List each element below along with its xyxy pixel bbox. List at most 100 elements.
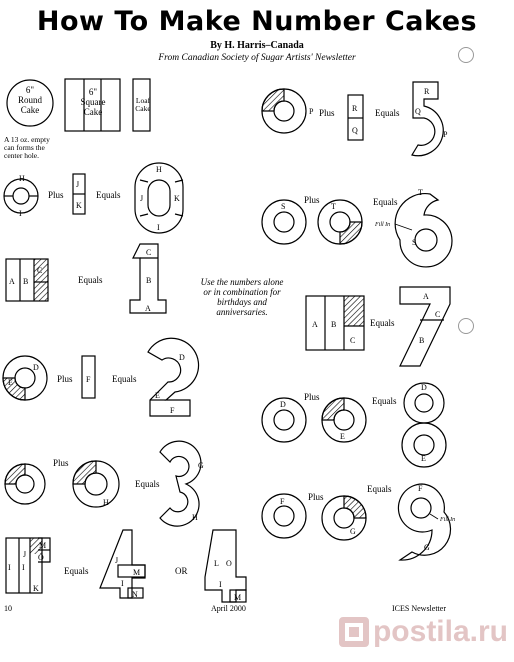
equals-label: Equals	[367, 484, 392, 494]
letter-I: I	[19, 209, 22, 218]
letter-I: I	[219, 580, 222, 589]
watermark: postila.ru	[338, 612, 508, 652]
equals-label: Equals	[372, 396, 397, 406]
square-cake-pan	[64, 78, 121, 132]
letter-F: F	[170, 406, 175, 415]
plus-label: Plus	[304, 392, 320, 402]
fill-in-label: Fill In	[439, 517, 455, 523]
letter-M: M	[39, 541, 46, 550]
letter-H: H	[103, 498, 109, 507]
letter-D: D	[280, 400, 286, 409]
letter-Q: Q	[415, 107, 421, 116]
author-line: By H. Harris–Canada	[210, 40, 304, 51]
letter-G: G	[424, 543, 430, 552]
letter-B: B	[146, 276, 151, 285]
square-cake-label: 6" Square Cake	[80, 87, 106, 117]
letter-I: I	[8, 563, 11, 572]
eight-result-bottom	[401, 422, 447, 468]
letter-G: G	[350, 527, 356, 536]
letter-B: B	[331, 320, 336, 329]
letter-R: R	[424, 87, 430, 96]
nine-result	[397, 483, 452, 561]
letter-J: J	[76, 180, 79, 189]
letter-C: C	[350, 336, 355, 345]
round-cake-label: 6" Round Cake	[17, 85, 42, 115]
eight-round-piece-1	[261, 397, 307, 443]
loaf-cake-pan	[132, 78, 151, 132]
round-cake-pan	[6, 79, 54, 127]
letter-O: O	[226, 559, 232, 568]
letter-L: L	[214, 559, 219, 568]
equals-label: Equals	[373, 197, 398, 207]
equals-label: Equals	[135, 479, 160, 489]
can-note: A 13 oz. empty can forms the center hole…	[4, 135, 50, 160]
six-result	[394, 193, 453, 268]
letter-I: I	[121, 579, 124, 588]
or-label: OR	[175, 566, 188, 576]
two-result	[147, 337, 200, 417]
four-result-a	[99, 529, 146, 599]
letter-H: H	[192, 513, 198, 522]
letter-Q: Q	[352, 126, 358, 135]
fill-in-label: Fill In	[374, 222, 390, 228]
letter-J: J	[23, 550, 26, 559]
letter-A: A	[145, 304, 151, 313]
plus-label: Plus	[53, 458, 69, 468]
letter-K: K	[174, 194, 180, 203]
letter-B: B	[419, 336, 424, 345]
letter-P: P	[309, 107, 314, 116]
five-result	[411, 81, 444, 157]
letter-F: F	[280, 497, 285, 506]
watermark-logo-icon	[338, 617, 369, 647]
letter-O: O	[38, 553, 44, 562]
four-result-b	[204, 529, 247, 603]
equals-label: Equals	[370, 318, 395, 328]
letter-H: H	[19, 174, 25, 183]
letter-A: A	[312, 320, 318, 329]
usage-tip: Use the numbers alone or in combination …	[200, 277, 284, 317]
letter-D: D	[33, 363, 39, 372]
letter-E: E	[421, 454, 426, 463]
letter-B: B	[23, 277, 28, 286]
letter-S: S	[412, 238, 416, 247]
letter-K: K	[76, 201, 82, 210]
letter-M: M	[234, 593, 241, 602]
six-round-piece-1	[261, 199, 307, 245]
zero-result	[134, 162, 184, 234]
two-loaf-piece	[81, 355, 96, 399]
nine-round-piece-1	[261, 493, 307, 539]
letter-T: T	[418, 188, 423, 197]
letter-I: I	[157, 223, 160, 232]
letter-C: C	[37, 266, 42, 275]
plus-label: Plus	[319, 108, 335, 118]
plus-label: Plus	[308, 492, 324, 502]
binder-hole	[458, 318, 474, 334]
letter-D: D	[421, 383, 427, 392]
letter-I: I	[22, 563, 25, 572]
letter-M: M	[133, 568, 140, 577]
letter-E: E	[8, 378, 13, 387]
letter-E: E	[155, 391, 160, 400]
letter-F: F	[418, 484, 423, 493]
letter-R: R	[352, 104, 358, 113]
equals-label: Equals	[375, 108, 400, 118]
letter-K: K	[33, 584, 39, 593]
binder-hole	[458, 47, 474, 63]
letter-F: F	[86, 375, 91, 384]
page-title: How To Make Number Cakes	[36, 6, 478, 37]
letter-D: D	[179, 353, 185, 362]
letter-N: N	[132, 590, 138, 599]
letter-J: J	[115, 556, 118, 565]
one-result	[129, 243, 167, 314]
plus-label: Plus	[48, 190, 64, 200]
issue-date: April 2000	[211, 604, 246, 613]
letter-J: J	[140, 194, 143, 203]
equals-label: Equals	[64, 566, 89, 576]
four-square-piece	[5, 537, 43, 594]
letter-T: T	[331, 202, 336, 211]
letter-C: C	[435, 310, 440, 319]
plus-label: Plus	[304, 195, 320, 205]
page-number: 10	[4, 604, 12, 613]
three-result	[159, 440, 202, 527]
